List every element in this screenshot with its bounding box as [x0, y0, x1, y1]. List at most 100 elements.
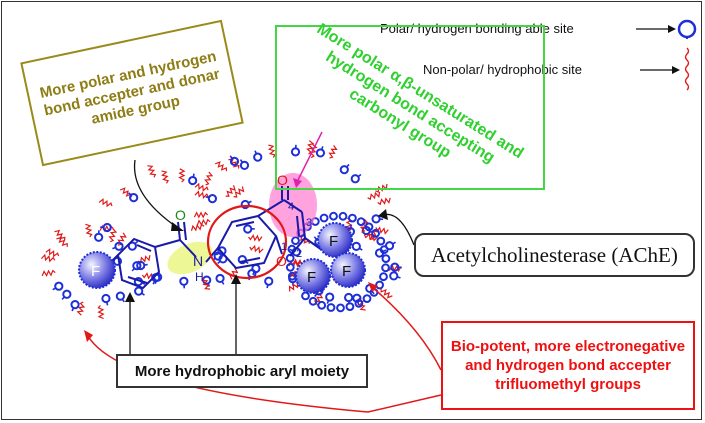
polar-bead — [356, 217, 366, 227]
hydrophobic-site — [98, 198, 113, 208]
legend-nonpolar-symbol — [640, 47, 690, 91]
polar-site — [243, 224, 255, 234]
carbonyl-arrow — [293, 131, 323, 188]
hydrophobic-site — [54, 229, 66, 241]
polar-bead — [362, 294, 372, 304]
position-label-4: 4 — [288, 201, 294, 213]
trifluoromethyl-annotation-text: Bio-potent, more electronegative and hyd… — [450, 338, 686, 393]
polar-site — [339, 163, 350, 175]
polar-bead — [301, 291, 310, 301]
aryl-highlight-circle — [206, 204, 288, 280]
polar-site — [389, 271, 401, 281]
polar-bead — [354, 299, 364, 308]
polar-bead — [319, 213, 329, 223]
hydrophobic-site — [147, 165, 157, 178]
hydrophobic-site — [178, 168, 186, 183]
amide-annotation-text: More polar and hydrogen bond accepter an… — [38, 47, 222, 128]
polar-site — [179, 276, 189, 289]
fluorine-sphere-cf3-left — [295, 258, 331, 294]
polar-site — [127, 240, 139, 251]
polar-site — [100, 222, 112, 233]
polar-site — [240, 199, 252, 210]
polar-site — [188, 173, 198, 186]
trifluoromethyl-arrows — [87, 286, 442, 413]
hydrophobic-site — [249, 244, 264, 254]
hydrophobic-site — [233, 186, 245, 198]
polar-site — [253, 150, 263, 162]
polar-bead — [376, 236, 386, 246]
polar-bead — [345, 302, 355, 312]
hydrophobic-site — [328, 145, 338, 159]
polar-bead — [291, 236, 300, 246]
fluorine-label-cf3-right: F — [342, 263, 351, 280]
position-label-3: 3 — [306, 217, 312, 229]
polar-bead — [329, 211, 338, 221]
fluorine-sphere-cf3-right — [330, 252, 366, 288]
polar-bead — [381, 263, 391, 273]
position-label-2: 2 — [296, 248, 302, 260]
position-label-1: 1 — [281, 241, 287, 253]
polar-bead — [371, 229, 381, 238]
hydrophobic-site — [56, 236, 68, 247]
polar-site — [325, 292, 335, 304]
hydrophobic-site — [267, 144, 276, 158]
polar-bead — [326, 303, 336, 312]
aryl-annotation-text: More hydrophobic aryl moiety — [134, 362, 350, 380]
polar-site — [61, 289, 72, 300]
polar-bead — [308, 296, 318, 306]
polar-site — [315, 146, 326, 158]
enzyme-label-text: Acetylcholinesterase (AChE) — [431, 242, 678, 267]
fluorine-sphere-aryl — [78, 251, 116, 289]
polar-bead — [379, 272, 388, 282]
trifluoromethyl-arrowheads — [84, 282, 378, 342]
polar-site — [371, 214, 384, 224]
polar-bead — [336, 303, 345, 313]
polar-site — [136, 260, 148, 271]
hydrophobic-site — [196, 218, 211, 227]
ring-oxygen-label: O — [276, 253, 287, 269]
fluorine-sphere-cf3-top — [317, 222, 353, 258]
trifluoromethyl-annotation-box: Bio-potent, more electronegative and hyd… — [441, 321, 695, 410]
hydrophobic-site — [367, 191, 381, 201]
carbonyl-annotation-text: More polar α,β-unsaturated and hydrogen … — [313, 20, 527, 167]
polar-site — [390, 262, 402, 272]
polar-site — [229, 155, 240, 166]
polar-site — [134, 286, 145, 296]
hydrophobic-site — [161, 170, 170, 184]
polar-site — [290, 144, 301, 157]
enzyme-label-box: Acetylcholinesterase (AChE) — [414, 233, 695, 277]
polar-site — [112, 241, 124, 251]
amide-nitrogen-label: N — [193, 253, 203, 269]
hydrophobic-site — [45, 248, 60, 258]
annotation-arrowheads — [125, 209, 388, 302]
polar-bead — [317, 300, 327, 310]
hydrophobic-site — [194, 190, 209, 199]
fluorine-label-cf3-top: F — [329, 233, 338, 250]
polar-site — [70, 300, 80, 312]
hydrophobic-site — [84, 223, 93, 238]
polar-bead — [364, 222, 374, 232]
hydrophobic-site — [201, 277, 211, 290]
legend-polar-label: Polar/ hydrogen bonding able site — [380, 21, 574, 36]
polar-site — [215, 273, 225, 285]
hydrophobic-site — [76, 301, 86, 316]
polar-bead — [348, 213, 357, 223]
polar-site — [239, 159, 250, 170]
hydrophobic-site — [204, 171, 214, 186]
hydrophobic-site — [225, 185, 236, 197]
hydrophobic-site — [40, 253, 56, 263]
hydrophobic-site — [248, 234, 263, 243]
fluorine-label-aryl: F — [91, 263, 100, 280]
hydrophobic-site — [108, 228, 118, 243]
polar-bead — [379, 245, 389, 255]
polar-site — [127, 192, 139, 203]
hydrophobic-site — [194, 182, 209, 192]
legend-polar-symbol — [636, 19, 697, 39]
carbonyl-oxygen-label: O — [277, 172, 288, 188]
hydrophobic-site — [214, 161, 228, 172]
polar-site — [52, 281, 64, 291]
amide-highlight — [167, 241, 213, 275]
